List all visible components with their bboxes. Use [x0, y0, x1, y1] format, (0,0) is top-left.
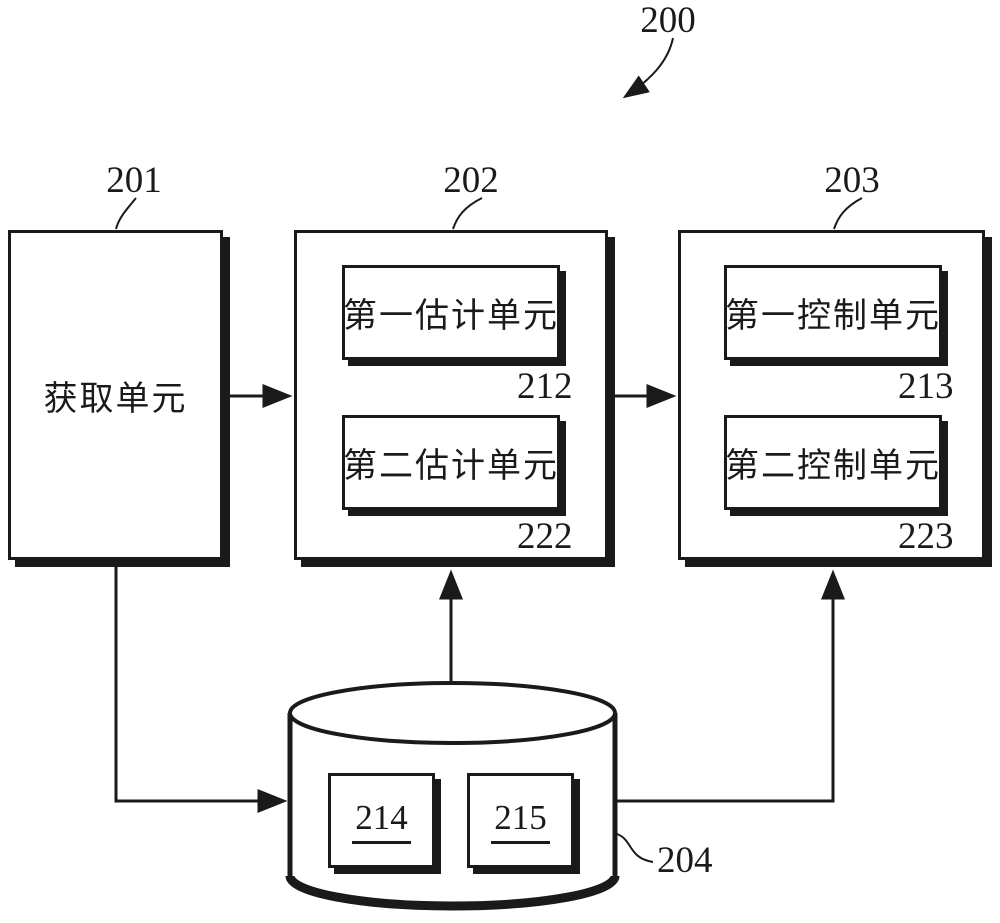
second-control-unit-label: 第二控制单元: [725, 448, 941, 485]
ref-203: 203: [824, 160, 880, 201]
ref-213: 213: [898, 366, 954, 407]
ref-222: 222: [517, 516, 573, 557]
first-control-unit-box: 第一控制单元: [724, 265, 942, 360]
store-214-box: 214: [328, 773, 435, 868]
first-control-unit-label: 第一控制单元: [725, 298, 941, 335]
arrow-204-to-203: [616, 569, 845, 803]
ref-223: 223: [898, 516, 954, 557]
ref-212: 212: [517, 366, 573, 407]
ref-201: 201: [106, 160, 162, 201]
second-estimation-unit-label: 第二估计单元: [343, 448, 559, 485]
first-estimation-unit-box: 第一估计单元: [342, 265, 560, 360]
acquisition-unit-box: 获取单元: [8, 230, 223, 560]
leader-202: [452, 197, 483, 230]
leader-204: [616, 833, 654, 863]
second-control-unit-box: 第二控制单元: [724, 415, 942, 510]
store-215-label: 215: [491, 798, 550, 844]
ref-202: 202: [443, 160, 499, 201]
store-215-box: 215: [467, 773, 574, 868]
ref-204: 204: [657, 840, 713, 881]
second-estimation-unit-box: 第二估计单元: [342, 415, 560, 510]
arrow-201-to-204: [114, 566, 288, 813]
acquisition-unit-label: 获取单元: [43, 380, 188, 418]
figure-ref-arrow: [622, 37, 674, 99]
cylinder-bottom-rim: [285, 875, 620, 911]
leader-201: [115, 197, 137, 230]
cylinder-top-rim: [288, 681, 617, 745]
figure-ref-label: 200: [640, 0, 696, 41]
store-214-label: 214: [352, 798, 411, 844]
estimation-box: 第一估计单元 第二估计单元: [294, 230, 608, 560]
first-estimation-unit-label: 第一估计单元: [343, 298, 559, 335]
control-box: 第一控制单元 第二控制单元: [678, 230, 985, 560]
leader-203: [833, 197, 863, 230]
